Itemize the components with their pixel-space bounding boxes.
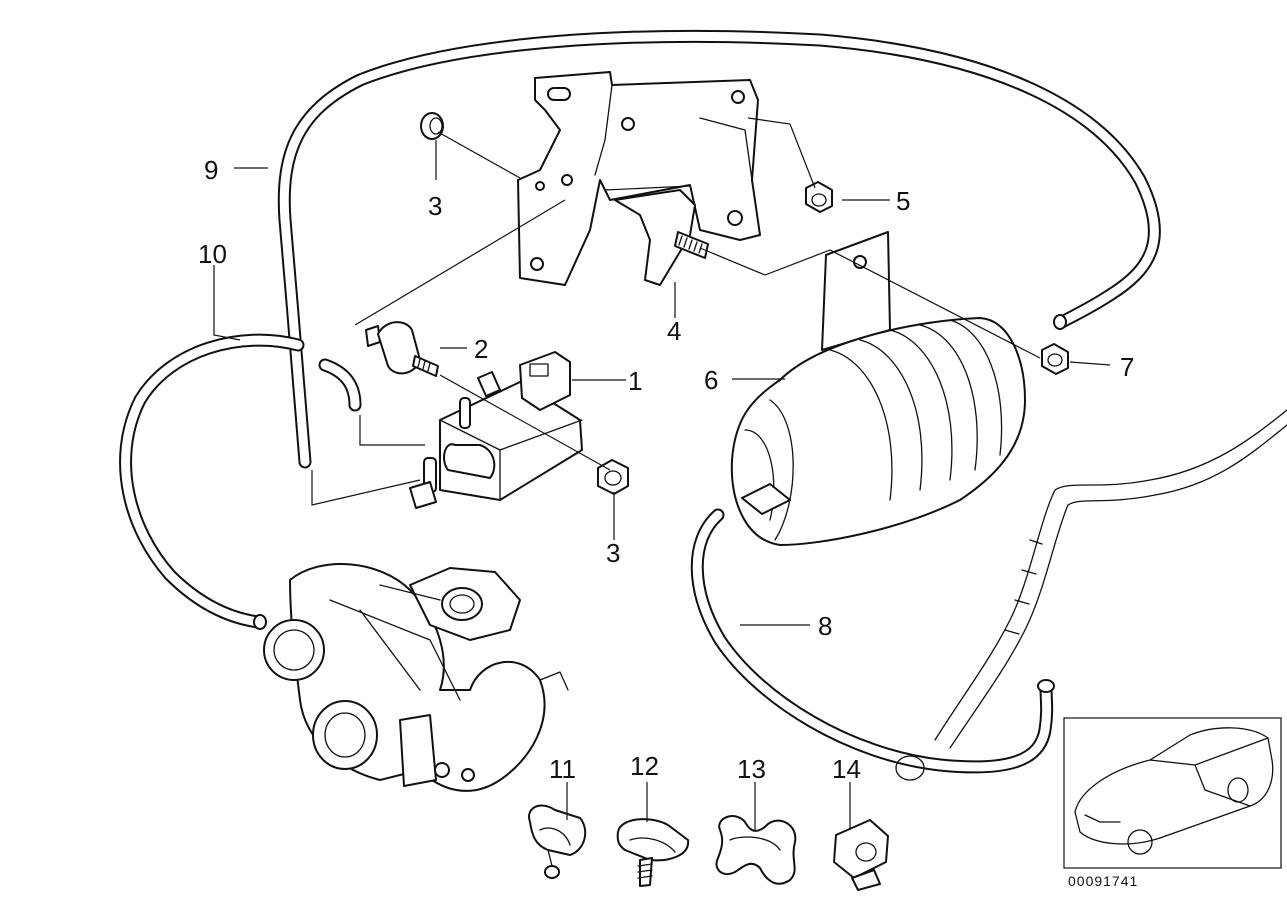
callout-5: 5 [896,186,911,216]
callout-8: 8 [818,611,833,641]
nut-3-bottom [597,459,629,495]
stud-4 [674,231,709,259]
pressure-converter-1 [409,351,583,509]
rubber-damper-2 [365,321,439,377]
harness-line [895,409,1287,781]
callout-1: 1 [628,366,643,396]
mounting-bracket [517,71,761,286]
part-number: 00091741 [1068,873,1139,889]
callout-9: 9 [204,155,219,185]
hose-clamp-12 [616,818,690,887]
hose-8 [690,508,1055,774]
nut-7 [1041,343,1069,375]
hose-9 [277,29,1161,469]
callout-2: 2 [474,334,489,364]
callout-12: 12 [630,751,659,781]
callout-10: 10 [198,239,227,269]
callout-6: 6 [704,365,719,395]
callout-14: 14 [832,754,861,784]
callout-4: 4 [667,316,682,346]
hose-clamp-11 [528,804,587,879]
callout-7: 7 [1120,352,1135,382]
turbocharger [263,563,569,792]
nut-5 [805,181,833,213]
callout-3-bottom: 3 [606,538,621,568]
nut-3-top [420,112,444,140]
callout-11: 11 [549,754,576,784]
callout-13: 13 [737,754,766,784]
hose-clip-13 [715,815,797,885]
hose-10 [119,333,305,630]
vehicle-thumbnail [1063,717,1282,869]
hose-clip-14 [833,819,889,891]
vacuum-canister-6 [730,231,1026,546]
callout-3-top: 3 [428,191,443,221]
leader-lines [213,117,1111,830]
